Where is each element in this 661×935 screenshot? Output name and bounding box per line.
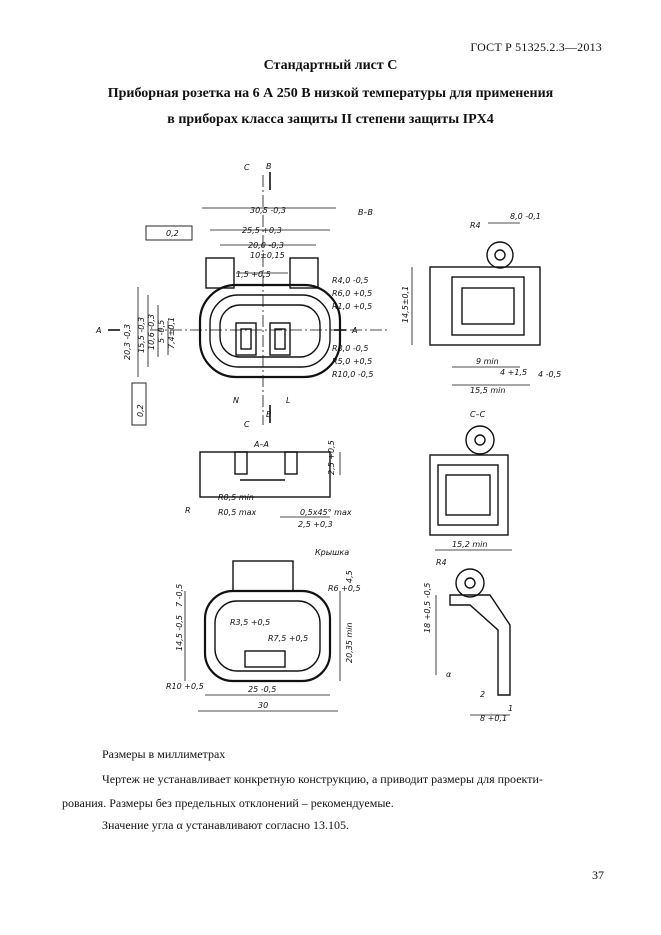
dim-plan: 10±0,15 <box>250 251 285 260</box>
section-cc <box>429 425 512 716</box>
dim-aa: R0,5 min <box>218 493 254 502</box>
dim-cc: 8 +0,1 <box>480 714 507 723</box>
dim-plan: R6,0 +0,5 <box>332 289 372 298</box>
label-a-right: A <box>351 326 357 335</box>
dim-aa: 2,5 +0,3 <box>298 520 333 529</box>
dim-cover: R10 +0,5 <box>166 682 204 691</box>
label-section-aa: A–A <box>253 440 269 449</box>
dim-plan: R8,0 -0,5 <box>332 344 368 353</box>
label-b-bottom: B <box>266 410 272 419</box>
dim-bb: 4 -0,5 <box>538 370 561 379</box>
dim-aa: R0,5 max <box>218 508 257 517</box>
dim-plan: 30,5 -0,3 <box>250 206 286 215</box>
label-l: L <box>286 396 290 405</box>
angle-note: Значение угла α устанавливают согласно 1… <box>102 818 350 832</box>
dim-bb: 14,5±0,1 <box>401 286 410 323</box>
label-alpha: α <box>446 670 452 679</box>
dim-plan: 10,6 -0,3 <box>147 314 156 350</box>
dim-cover: 14,5 -0,5 <box>175 615 184 651</box>
dim-bb: 9 min <box>476 357 499 366</box>
label-section-bb: B–B <box>358 208 373 217</box>
dim-plan: 25,5 +0,3 <box>242 226 282 235</box>
dim-cover: 30 <box>258 701 268 710</box>
dim-plan: 20,3 -0,3 <box>123 324 132 360</box>
dim-plan: 20,0 -0,3 <box>248 241 284 250</box>
technical-drawing: B–B C–C A–A Крышка A A B B C C N L R α 3… <box>95 162 561 723</box>
dim-bb: R4 <box>470 221 481 230</box>
drawing-note-line-1: Чертеж не устанавливает конкретную конст… <box>102 772 543 786</box>
dim-plan: R5,0 +0,5 <box>332 357 372 366</box>
dim-aa: 0,5x45° max <box>300 508 352 517</box>
dim-cc: R4 <box>436 558 447 567</box>
dim-plan: 5 -0,5 <box>157 320 166 343</box>
label-cover: Крышка <box>315 548 349 557</box>
dim-plan: R4,0 -0,5 <box>332 276 368 285</box>
dim-aa: 2,5 +0,5 <box>327 440 336 475</box>
document-title-line-2: в приборах класса защиты II степени защи… <box>167 112 494 127</box>
units-note: Размеры в миллиметрах <box>102 747 226 761</box>
dim-plan: 7,4±0,1 <box>167 317 176 349</box>
dim-bb: 4 +1,5 <box>500 368 527 377</box>
dim-cc: 2 <box>480 690 485 699</box>
dim-cover: 4,5 <box>345 570 354 583</box>
dim-cover: 7 -0,5 <box>175 584 184 607</box>
document-title-line-1: Приборная розетка на 6 А 250 В низкой те… <box>107 86 554 101</box>
dim-cover: R6 +0,5 <box>328 584 361 593</box>
dim-cc: 15,2 min <box>452 540 487 549</box>
label-c-top: C <box>244 163 250 172</box>
dim-cc: 18 +0,5 -0,5 <box>423 583 432 633</box>
label-b-top: B <box>266 162 272 171</box>
dim-plan: R1,0 +0,5 <box>332 302 372 311</box>
label-c-bottom: C <box>244 420 250 429</box>
dim-bb: 8,0 -0,1 <box>510 212 541 221</box>
dim-cc: 1 <box>508 704 513 713</box>
section-bb <box>411 222 541 386</box>
label-section-cc: C–C <box>470 410 486 419</box>
dim-cover: 20,35 min <box>345 622 354 663</box>
section-aa <box>199 451 341 518</box>
cover-view <box>184 560 341 712</box>
dim-plan: 1,5 +0,5 <box>236 270 271 279</box>
dim-cover: R7,5 +0,5 <box>268 634 308 643</box>
dim-bb: 15,5 min <box>470 386 505 395</box>
label-r: R <box>185 506 191 515</box>
drawing-note-line-2: рования. Размеры без предельных отклонен… <box>62 796 394 810</box>
dim-cover: 25 -0,5 <box>248 685 276 694</box>
standard-code: ГОСТ Р 51325.2.3—2013 <box>470 40 602 54</box>
dim-plan: 0,2 <box>136 404 145 417</box>
sheet-title: Стандартный лист С <box>263 58 398 73</box>
dim-plan: 15,5 -0,3 <box>137 317 146 353</box>
label-a-left: A <box>95 326 101 335</box>
page-number: 37 <box>592 868 604 882</box>
dim-plan: R10,0 -0,5 <box>332 370 374 379</box>
plan-view <box>108 172 390 426</box>
dim-cover: R3,5 +0,5 <box>230 618 270 627</box>
label-n: N <box>233 396 239 405</box>
dim-plan: 0,2 <box>166 229 179 238</box>
